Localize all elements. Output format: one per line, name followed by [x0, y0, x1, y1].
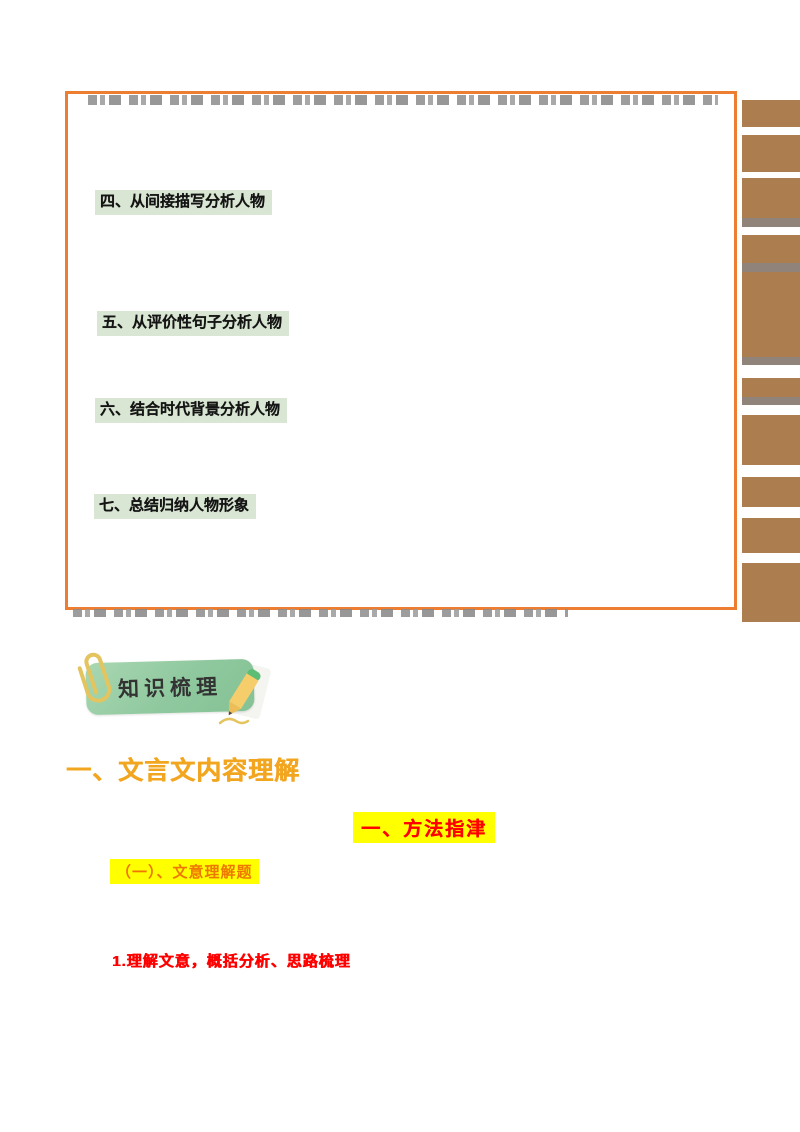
boxed-heading-era-background: 六、结合时代背景分析人物: [95, 398, 288, 423]
section-title-classical-chinese-comprehension: 一、文言文内容理解: [66, 757, 301, 785]
boxed-heading-summarize-character: 七、总结归纳人物形象: [94, 494, 257, 519]
knowledge-badge: 知识梳理: [72, 645, 282, 730]
clipped-text-fragment-top: [88, 95, 718, 105]
pencil-icon: [218, 669, 261, 725]
sub-heading-text-meaning-comprehension: （一）、文意理解题: [110, 859, 259, 884]
paperclip-icon: [77, 652, 112, 703]
badge-label: 知识梳理: [117, 675, 223, 702]
page-edge-fragments: [742, 100, 800, 622]
method-guide-banner: 一、方法指津: [353, 812, 496, 843]
clipped-text-fragment-bottom: [73, 609, 568, 617]
boxed-heading-indirect-description: 四、从间接描写分析人物: [95, 190, 273, 215]
orange-bordered-section: 四、从间接描写分析人物 五、从评价性句子分析人物 六、结合时代背景分析人物 七、…: [65, 91, 737, 617]
red-note-line: 1.理解文意，概括分析、思路梳理: [112, 953, 351, 970]
boxed-heading-evaluative-sentences: 五、从评价性句子分析人物: [97, 311, 290, 336]
